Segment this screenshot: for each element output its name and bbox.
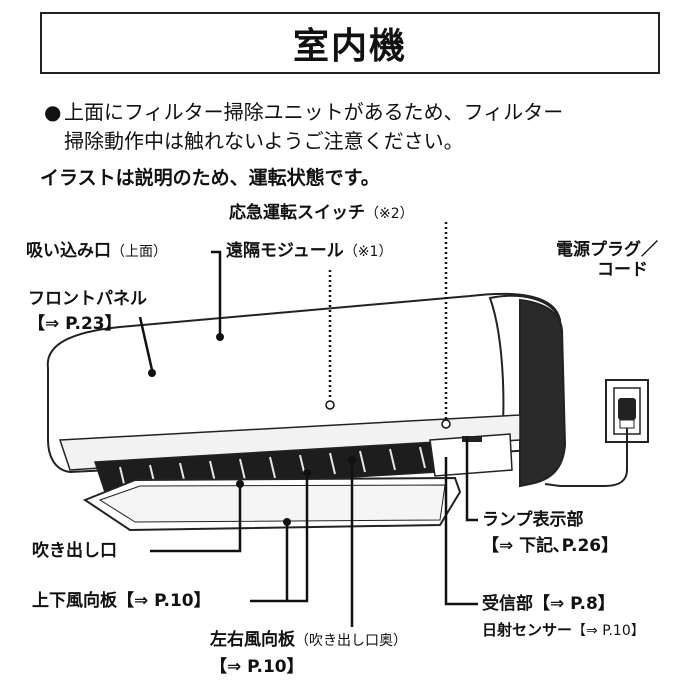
- power-cord: [544, 428, 628, 487]
- dotted-leader-ends: [325, 400, 451, 429]
- page-title: 室内機: [292, 26, 407, 67]
- lamp-window: [462, 436, 482, 442]
- leader-lines: [138, 250, 478, 627]
- note-line-2: 掃除動作中は触れないようご注意ください。: [64, 129, 464, 153]
- label-horizontal-louver: 左右風向板（吹き出し口奥） 【⇒ P.10】: [210, 630, 407, 677]
- leader-dots: [148, 333, 356, 526]
- bullet-icon: ●: [44, 100, 62, 124]
- caution-note: ●上面にフィルター掃除ユニットがあるため、フィルター 掃除動作中は触れないようご…: [44, 98, 563, 156]
- note-line-1: 上面にフィルター掃除ユニットがあるため、フィルター: [64, 100, 564, 124]
- end-cap: [519, 298, 567, 488]
- label-sunlight-sensor: 日射センサー【⇒ P.10】: [482, 621, 645, 639]
- label-lamp-display: ランプ表示部 【⇒ 下記､P.26】: [482, 510, 619, 556]
- title-box: 室内機: [40, 12, 660, 74]
- label-air-outlet: 吹き出し口: [32, 541, 117, 561]
- label-remote-module: 遠隔モジュール（※1）: [226, 241, 393, 261]
- label-receiver: 受信部【⇒ P.8】: [482, 594, 615, 614]
- receiver-window: [429, 433, 513, 477]
- illustration-note: イラストは説明のため、運転状態です。: [40, 167, 380, 189]
- dotted-leader-lines: [328, 222, 448, 420]
- label-power-plug: 電源プラグ／ コード: [556, 240, 658, 280]
- label-vertical-louver: 上下風向板【⇒ P.10】: [32, 591, 211, 611]
- lower-strip: [58, 414, 521, 471]
- label-air-intake: 吸い込み口（上面）: [26, 241, 167, 261]
- label-emergency-switch: 応急運転スイッチ（※2）: [229, 203, 414, 223]
- label-front-panel: フロントパネル 【⇒ P.23】: [28, 289, 147, 334]
- flap-inner: [98, 484, 446, 523]
